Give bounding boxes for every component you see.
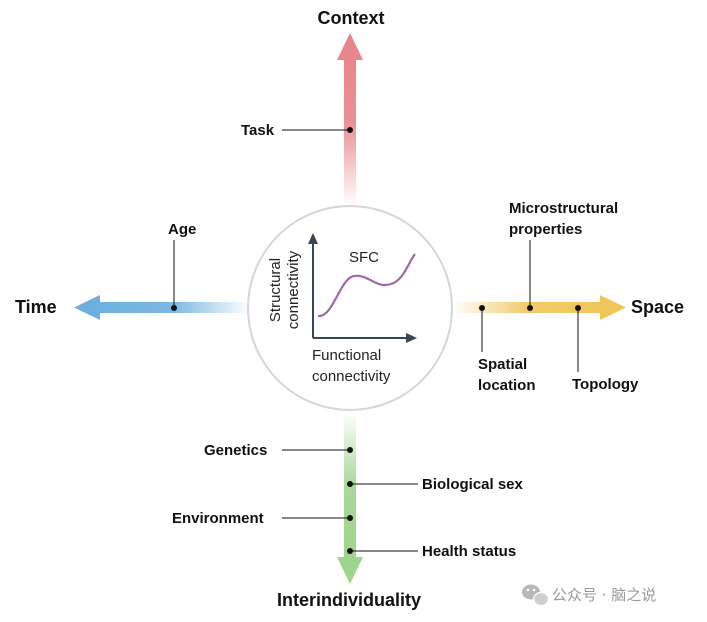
wechat-icon: [522, 584, 550, 607]
task-label: Task: [241, 122, 275, 139]
central-circle: [247, 205, 453, 411]
sfc-curve: [317, 253, 416, 318]
x-axis-arrowhead: [406, 333, 417, 343]
interindividuality-arrow: [337, 412, 363, 584]
sfc-curve-label: SFC: [349, 249, 379, 266]
health-status-label: Health status: [422, 543, 516, 560]
topology-label: Topology: [572, 376, 639, 393]
space-arrow: [452, 295, 626, 320]
spatial-label-line2: location: [478, 377, 536, 394]
context-arrow: [337, 33, 363, 207]
space-title: Space: [631, 297, 684, 317]
biological-sex-label: Biological sex: [422, 476, 524, 493]
plot-xlabel-line2: connectivity: [312, 368, 391, 385]
age-label: Age: [168, 221, 196, 238]
plot-ylabel-line2: connectivity: [285, 250, 302, 329]
plot-ylabel-line1: Structural: [267, 258, 284, 322]
watermark-text: 公众号 · 脑之说: [552, 586, 656, 604]
interindividuality-title: Interindividuality: [277, 590, 421, 610]
context-title: Context: [318, 8, 385, 28]
y-axis-arrowhead: [308, 233, 318, 244]
microstructural-label-line1: Microstructural: [509, 200, 618, 217]
watermark: 公众号 · 脑之说: [522, 584, 656, 607]
time-title: Time: [15, 297, 57, 317]
time-arrow: [74, 295, 250, 320]
leader-dots: [171, 127, 581, 554]
genetics-label: Genetics: [204, 442, 267, 459]
spatial-label-line1: Spatial: [478, 356, 527, 373]
sfc-plot: SFC Structural connectivity Functional c…: [267, 233, 417, 385]
microstructural-label-line2: properties: [509, 221, 582, 238]
plot-xlabel-line1: Functional: [312, 347, 381, 364]
leader-lines: [173, 129, 579, 552]
environment-label: Environment: [172, 510, 264, 527]
